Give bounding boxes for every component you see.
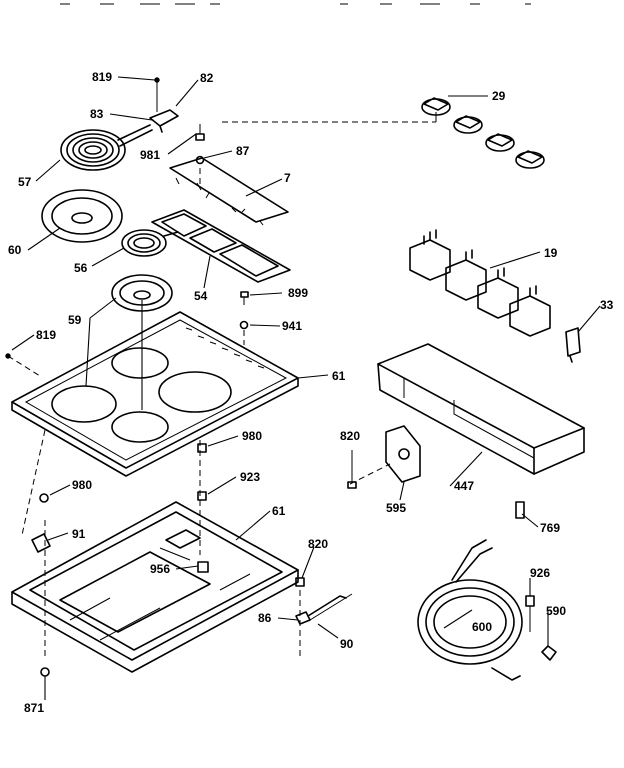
reference-labels: 819 82 83 29 981 87 7 57 60 56 54 19 899…	[8, 70, 614, 715]
bushing-590	[541, 645, 557, 661]
label-90: 90	[340, 637, 354, 651]
screw-981	[195, 124, 205, 141]
label-819-left: 819	[36, 328, 56, 342]
washer-941	[239, 320, 249, 330]
label-899: 899	[288, 286, 308, 300]
control-panel-7	[169, 157, 289, 226]
label-941: 941	[282, 319, 302, 333]
assembly-dash-lines	[7, 168, 391, 660]
power-cord-600	[417, 539, 523, 681]
label-590: 590	[546, 604, 566, 618]
callout-lines	[11, 76, 601, 700]
bracket-595	[385, 425, 421, 483]
label-980-right: 980	[242, 429, 262, 443]
washer-87	[195, 155, 205, 165]
screw-820-upper	[347, 450, 357, 489]
surface-unit-small-56	[121, 229, 179, 257]
label-82: 82	[200, 71, 214, 85]
screw-899	[240, 291, 249, 305]
surface-unit-large-57	[60, 124, 153, 171]
label-60: 60	[8, 243, 22, 257]
screw-980-right	[197, 443, 207, 453]
screw-980-left	[39, 493, 49, 503]
label-87: 87	[236, 144, 250, 158]
label-54: 54	[194, 289, 208, 303]
label-33: 33	[600, 298, 614, 312]
label-956: 956	[150, 562, 170, 576]
label-61-box: 61	[272, 504, 286, 518]
label-595: 595	[386, 501, 406, 515]
knob-alignment-dash	[222, 112, 437, 123]
control-knobs-29	[421, 97, 545, 169]
screw-871	[40, 667, 50, 677]
label-59: 59	[68, 313, 82, 327]
screw-923	[197, 491, 207, 501]
infinite-switches-19	[409, 229, 551, 337]
label-871: 871	[24, 701, 44, 715]
label-981: 981	[140, 148, 160, 162]
label-447: 447	[454, 479, 474, 493]
indicator-light-33	[565, 327, 581, 363]
label-83: 83	[90, 107, 104, 121]
label-57: 57	[18, 175, 32, 189]
label-769: 769	[540, 521, 560, 535]
terminal-block-82	[149, 109, 179, 133]
label-926: 926	[530, 566, 550, 580]
bracket-956	[197, 561, 209, 573]
label-980-left: 980	[72, 478, 92, 492]
label-819: 819	[92, 70, 112, 84]
clip-91	[31, 533, 51, 553]
screw-926	[525, 595, 535, 632]
control-housing-447	[377, 343, 585, 475]
label-19: 19	[544, 246, 558, 260]
wire-90	[307, 593, 353, 621]
drip-pan-60	[41, 189, 123, 243]
label-923: 923	[240, 470, 260, 484]
label-56: 56	[74, 261, 88, 275]
screw-819-top	[154, 77, 160, 112]
screw-769	[515, 501, 525, 519]
panel-trim-54	[151, 209, 291, 283]
clip-86	[295, 611, 311, 625]
label-86: 86	[258, 611, 272, 625]
label-29: 29	[492, 89, 506, 103]
label-600: 600	[472, 620, 492, 634]
burner-box-61	[11, 501, 299, 673]
label-820-lower: 820	[308, 537, 328, 551]
screw-820-lower	[295, 577, 305, 587]
label-7: 7	[284, 171, 291, 185]
label-61-top: 61	[332, 369, 346, 383]
label-820-upper: 820	[340, 429, 360, 443]
screw-819-left	[5, 353, 11, 359]
label-91: 91	[72, 527, 86, 541]
